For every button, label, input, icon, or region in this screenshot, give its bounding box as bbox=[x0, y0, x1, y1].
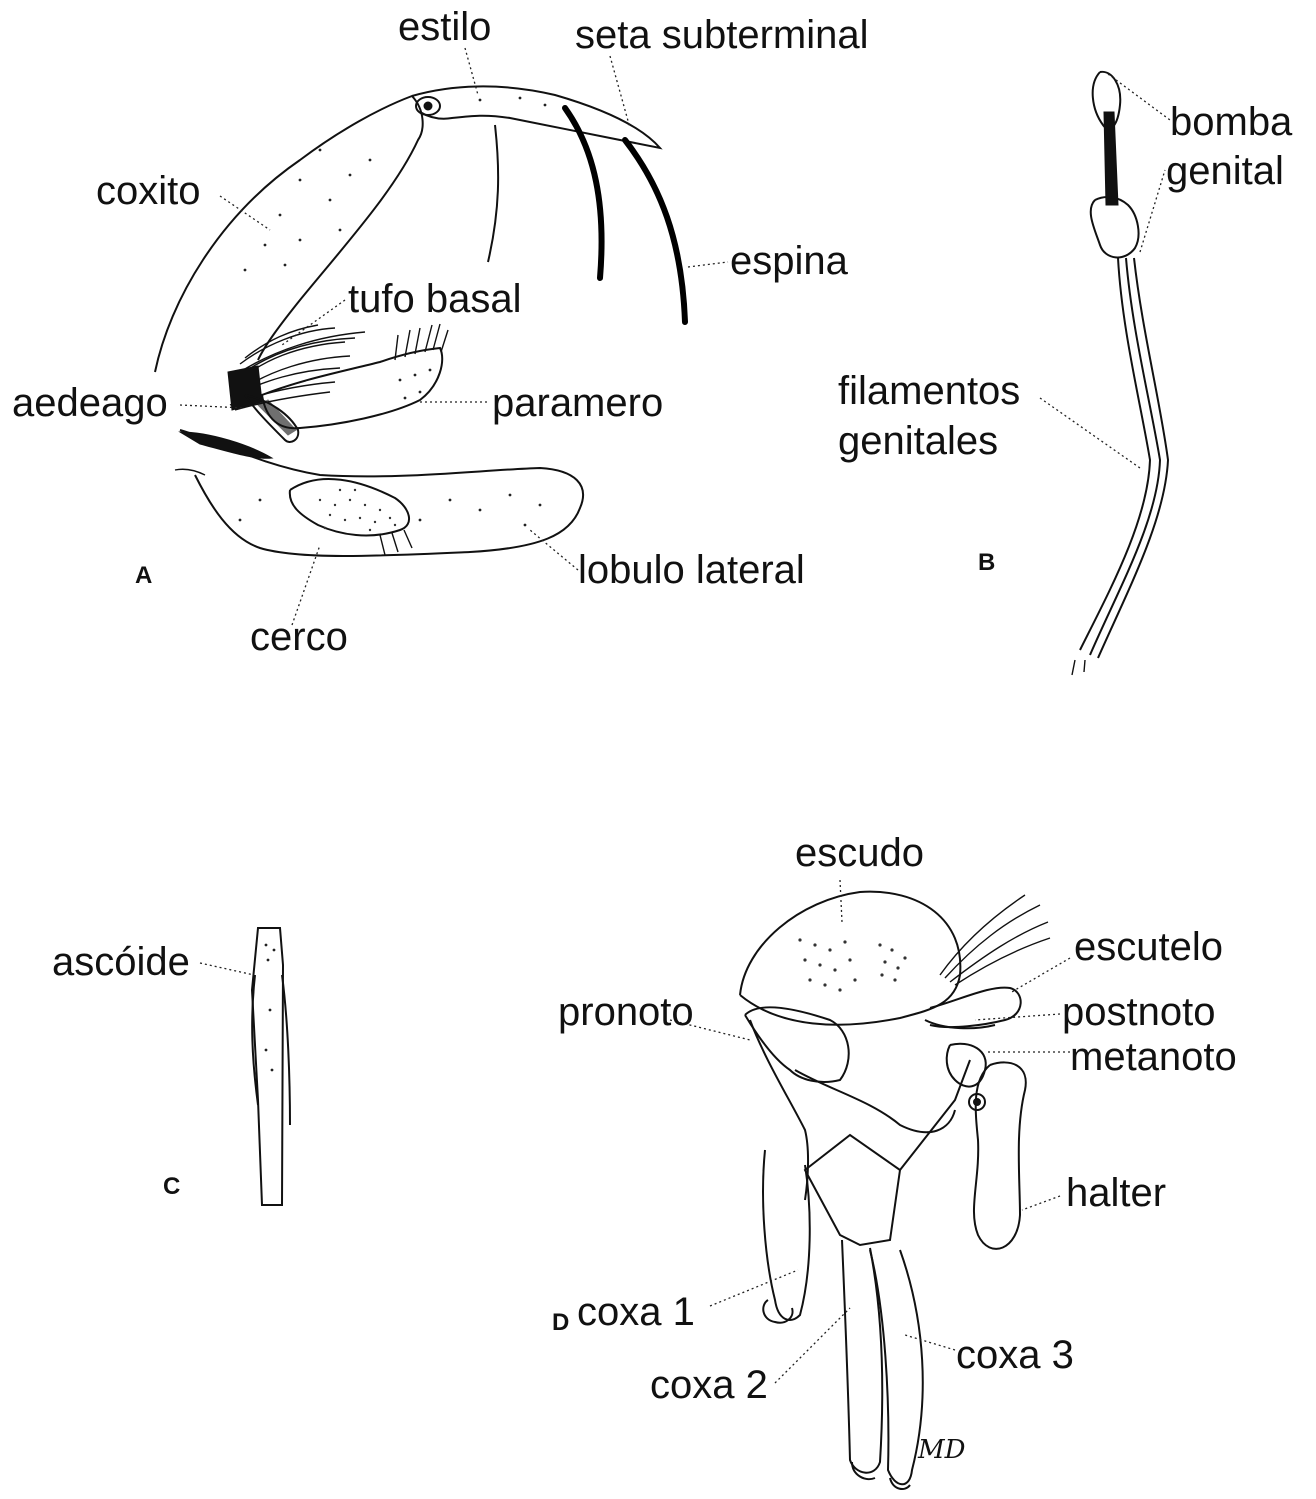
label-filamentos: filamentos bbox=[838, 369, 1020, 413]
label-ascoide: ascóide bbox=[52, 940, 190, 984]
drawing-d-thorax bbox=[740, 892, 1050, 1489]
leaders-d bbox=[670, 880, 1070, 1383]
escudo-shape bbox=[740, 892, 960, 1025]
coxito-shape bbox=[155, 96, 423, 372]
label-genital: genital bbox=[1166, 149, 1284, 193]
label-postnoto: postnoto bbox=[1062, 990, 1215, 1034]
label-aedeago: aedeago bbox=[12, 381, 168, 425]
panel-label-d: D bbox=[552, 1309, 569, 1336]
spine-2 bbox=[565, 108, 602, 278]
spine-1 bbox=[488, 125, 498, 262]
halter-shape bbox=[974, 1062, 1026, 1248]
segment-shape bbox=[252, 928, 283, 1205]
bomba-body bbox=[1091, 197, 1139, 257]
drawing-c-antennal-segment bbox=[252, 928, 290, 1205]
coxa3-shape bbox=[870, 1250, 923, 1484]
panel-label-a: A bbox=[135, 562, 152, 589]
tufo-base-dark bbox=[228, 366, 262, 410]
cerco-shape bbox=[290, 479, 409, 535]
label-genitales: genitales bbox=[838, 419, 998, 463]
label-pronoto: pronoto bbox=[558, 990, 694, 1034]
label-cerco: cerco bbox=[250, 615, 348, 659]
panel-label-b: B bbox=[978, 549, 995, 576]
label-espina: espina bbox=[730, 239, 849, 283]
panel-label-c: C bbox=[163, 1173, 180, 1200]
label-lobulo-lateral: lobulo lateral bbox=[578, 548, 805, 592]
label-coxa1: coxa 1 bbox=[577, 1290, 695, 1334]
label-tufo-basal: tufo basal bbox=[348, 277, 521, 321]
leaders-c bbox=[200, 963, 254, 975]
drawing-b-genital-pump bbox=[1072, 72, 1168, 675]
label-estilo: estilo bbox=[398, 5, 491, 49]
label-metanoto: metanoto bbox=[1070, 1035, 1237, 1079]
label-bomba: bomba bbox=[1170, 100, 1293, 144]
escutelo-shape bbox=[930, 988, 1021, 1027]
label-seta-subterminal: seta subterminal bbox=[575, 13, 868, 57]
label-halter: halter bbox=[1066, 1171, 1166, 1215]
label-coxa3: coxa 3 bbox=[956, 1333, 1074, 1377]
label-coxito: coxito bbox=[96, 169, 201, 213]
espina-shape bbox=[625, 140, 685, 322]
labels: estilo seta subterminal coxito espina tu… bbox=[12, 5, 1293, 1465]
label-paramero: paramero bbox=[492, 381, 663, 425]
label-escudo: escudo bbox=[795, 831, 924, 875]
artist-signature: MD bbox=[917, 1435, 966, 1465]
drawing-a-genitalia bbox=[155, 86, 685, 556]
label-escutelo: escutelo bbox=[1074, 925, 1223, 969]
coxa1-shape bbox=[763, 1150, 810, 1320]
label-coxa2: coxa 2 bbox=[650, 1363, 768, 1407]
